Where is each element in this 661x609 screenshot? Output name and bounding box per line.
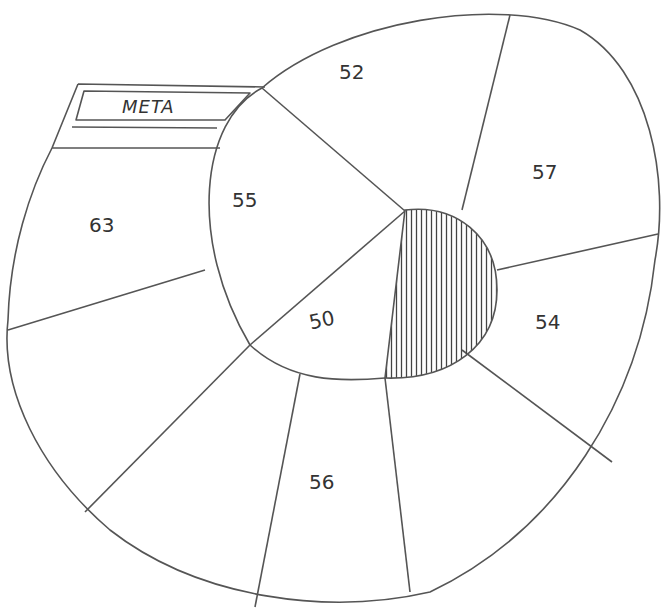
shell-chamber: 63 bbox=[89, 214, 114, 236]
title-plate: META bbox=[122, 97, 175, 117]
chamber-number: 52 bbox=[339, 61, 364, 83]
chamber-number: 63 bbox=[89, 214, 114, 236]
shell-chamber: 56 bbox=[309, 471, 334, 493]
shell-chamber: 55 bbox=[232, 189, 257, 211]
chamber-number: 50 bbox=[307, 307, 336, 334]
chamber-number: 56 bbox=[309, 471, 334, 493]
chamber-number: 54 bbox=[535, 311, 560, 333]
chamber-number: 57 bbox=[532, 161, 557, 183]
shell-chamber: 52 bbox=[339, 61, 364, 83]
plate-label: META bbox=[122, 97, 175, 117]
shell-chamber: 57 bbox=[532, 161, 557, 183]
shell-chamber: 50 bbox=[307, 307, 336, 334]
shell-chamber: 54 bbox=[535, 311, 560, 333]
chamber-number: 55 bbox=[232, 189, 257, 211]
